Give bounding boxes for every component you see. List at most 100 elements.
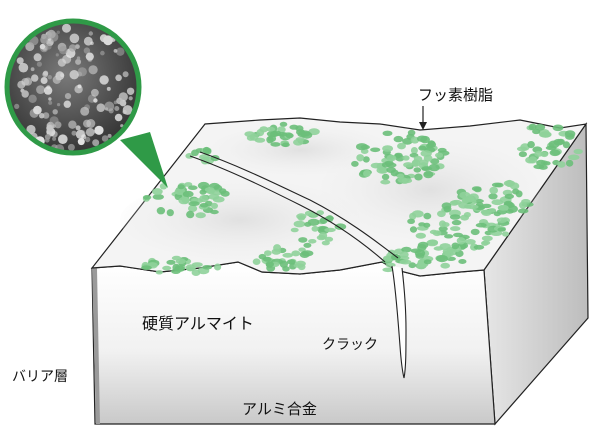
resin-particle xyxy=(256,129,265,137)
resin-particle xyxy=(279,121,288,127)
resin-particle xyxy=(458,259,467,264)
sem-grain xyxy=(52,124,56,128)
resin-particle xyxy=(401,246,412,253)
sem-grain xyxy=(84,136,91,143)
resin-particle xyxy=(381,173,390,181)
sem-grain xyxy=(28,94,37,104)
resin-particle xyxy=(552,124,564,132)
resin-particle xyxy=(444,234,454,239)
sem-grain xyxy=(69,33,80,44)
sem-grain xyxy=(103,35,113,46)
resin-particle xyxy=(562,141,571,149)
resin-particle xyxy=(318,232,328,240)
resin-particle xyxy=(496,217,508,223)
sem-grain xyxy=(122,71,129,78)
resin-particle xyxy=(397,177,408,183)
sem-grain xyxy=(21,90,29,98)
resin-particle xyxy=(396,173,405,179)
sem-grain xyxy=(62,23,71,33)
resin-particle xyxy=(282,252,294,258)
resin-particle xyxy=(308,239,317,244)
resin-particle xyxy=(449,200,459,206)
sem-grain xyxy=(75,125,81,131)
resin-particle xyxy=(568,154,580,161)
resin-particle xyxy=(211,202,218,209)
inset-border xyxy=(4,18,142,156)
sem-grain xyxy=(116,47,125,56)
resin-particle xyxy=(402,155,410,161)
resin-particle xyxy=(481,209,492,216)
resin-particle xyxy=(166,209,174,217)
sem-grain xyxy=(88,31,94,36)
resin-particle xyxy=(497,227,506,232)
sem-grain xyxy=(47,75,52,80)
resin-particle xyxy=(214,263,222,271)
sem-grain xyxy=(33,105,42,115)
resin-particle xyxy=(482,240,491,245)
resin-particle xyxy=(414,249,426,257)
resin-particle xyxy=(453,232,463,238)
resin-particle xyxy=(155,270,163,275)
resin-particle xyxy=(438,226,448,232)
sem-grain xyxy=(71,130,77,136)
sem-grain xyxy=(46,124,54,132)
sem-grain xyxy=(14,103,20,109)
resin-particle xyxy=(410,147,418,154)
resin-particle xyxy=(204,187,215,193)
resin-particle xyxy=(181,196,190,204)
resin-particle xyxy=(456,237,466,245)
resin-particle xyxy=(270,142,281,147)
resin-particle xyxy=(573,148,583,155)
resin-particle xyxy=(435,152,444,158)
resin-particle xyxy=(188,204,198,213)
resin-particle xyxy=(166,259,176,265)
resin-particle xyxy=(307,218,320,226)
resin-particle xyxy=(427,141,437,148)
resin-particle xyxy=(208,193,220,200)
sem-grain xyxy=(83,47,91,54)
resin-particle xyxy=(423,212,432,220)
sem-grain xyxy=(67,143,75,151)
resin-particle xyxy=(290,227,299,233)
resin-particle xyxy=(185,153,194,159)
resin-particle xyxy=(202,265,213,270)
sem-grain xyxy=(80,106,90,116)
fluorine-resin-label: フッ素樹脂 xyxy=(418,86,494,104)
sem-micrograph-inset xyxy=(4,18,142,156)
resin-particle xyxy=(199,195,209,203)
resin-particle xyxy=(297,215,306,221)
resin-particle xyxy=(397,142,406,150)
sem-grain xyxy=(101,135,109,142)
sem-grain xyxy=(116,97,123,105)
resin-particle xyxy=(414,173,423,181)
resin-particle xyxy=(301,131,313,139)
resin-particle xyxy=(417,244,427,251)
sem-grain xyxy=(39,43,46,50)
sem-grain xyxy=(68,120,77,129)
sem-grain xyxy=(92,139,100,147)
resin-particle xyxy=(282,142,290,148)
sem-grain xyxy=(122,105,133,115)
sem-grain xyxy=(94,125,104,135)
resin-particle xyxy=(473,186,482,193)
resin-particle xyxy=(532,128,541,135)
resin-particle xyxy=(210,209,219,215)
resin-particle xyxy=(321,240,330,246)
sem-grain xyxy=(60,73,65,78)
resin-particle xyxy=(528,156,538,164)
sem-grain xyxy=(52,109,58,115)
resin-particle xyxy=(534,150,543,157)
resin-particle xyxy=(362,156,370,163)
resin-particle xyxy=(258,253,267,260)
resin-particle xyxy=(291,250,301,257)
barrier-layer-band xyxy=(92,268,100,424)
resin-particle xyxy=(391,254,401,261)
resin-particle xyxy=(409,226,418,233)
resin-particle xyxy=(489,186,499,195)
sem-grain xyxy=(46,29,56,39)
resin-particle xyxy=(517,208,529,214)
resin-particle xyxy=(403,162,414,168)
resin-particle xyxy=(191,269,201,277)
resin-particle xyxy=(415,232,426,239)
resin-particle xyxy=(418,145,427,151)
